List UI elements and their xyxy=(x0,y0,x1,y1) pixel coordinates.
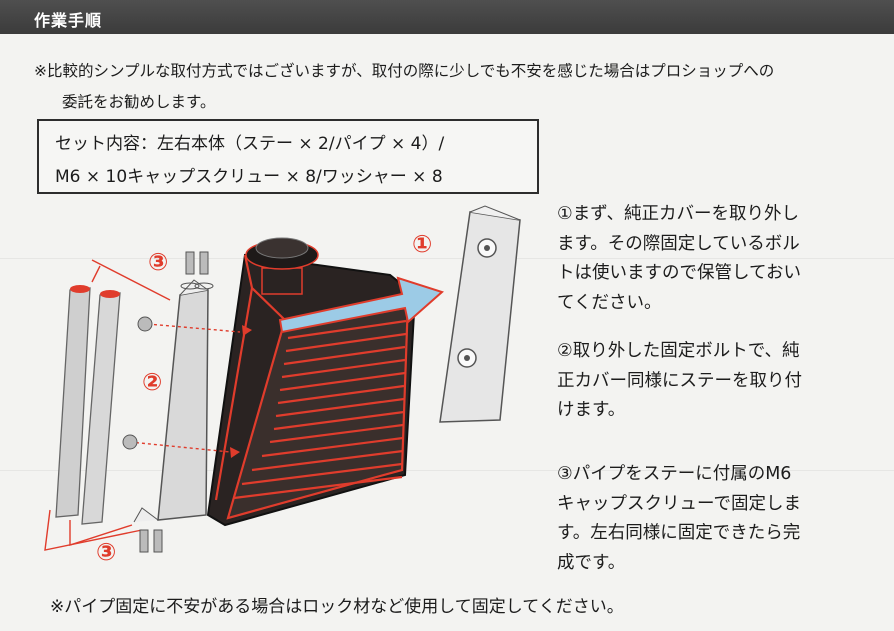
top-notice-line2: 委託をお勧めします。 xyxy=(62,93,216,111)
arrow-head-icon xyxy=(230,447,240,458)
paper-fold-line xyxy=(0,470,894,471)
diagram-label-step3-bottom: ③ xyxy=(96,538,116,566)
section-title: 作業手順 xyxy=(34,11,103,30)
top-notice: ※比較的シンプルな取付方式ではございますが、取付の際に少しでも不安を感じた場合は… xyxy=(34,56,874,118)
step-1-line: ます。その際固定しているボル xyxy=(557,233,800,254)
step-2-line: 正カバー同様にステーを取り付 xyxy=(557,370,802,391)
pipes-illustration xyxy=(55,285,121,525)
set-contents-box: セット内容：左右本体（ステー × 2/パイプ × 4）/ M6 × 10キャップ… xyxy=(37,119,539,194)
step-2-line: ②取り外した固定ボルトで、純 xyxy=(557,341,800,361)
step-3-line: 成です。 xyxy=(557,552,626,573)
step-3-line: す。左右同様に固定できたら完 xyxy=(557,523,801,543)
radiator-illustration xyxy=(206,237,417,527)
bottom-notice: ※パイプ固定に不安がある場合はロック材など使用して固定してください。 xyxy=(50,597,624,617)
screw-icons xyxy=(122,251,214,553)
installation-diagram: ③ ② ③ ① xyxy=(44,205,521,566)
stock-cover-illustration xyxy=(439,205,521,423)
removal-arrow-icon xyxy=(278,276,444,334)
step-1-line: トは使いますので保管しておい xyxy=(557,263,801,283)
step-3-line: ③パイプをステーに付属のM6 xyxy=(557,464,792,484)
step-1-line: てください。 xyxy=(557,292,662,313)
section-header: 作業手順 xyxy=(0,0,894,34)
diagram-label-step2: ② xyxy=(142,368,162,396)
step-2-line: けます。 xyxy=(557,400,626,420)
top-notice-line1: ※比較的シンプルな取付方式ではございますが、取付の際に少しでも不安を感じた場合は… xyxy=(34,62,775,80)
step-1-text: ①まず、純正カバーを取り外し ます。その際固定しているボル トは使いますので保管… xyxy=(557,200,877,318)
set-contents-line2: M6 × 10キャップスクリュー × 8/ワッシャー × 8 xyxy=(55,167,443,187)
guide-arrows xyxy=(44,259,241,551)
step-3-line: キャップスクリューで固定しま xyxy=(557,493,801,514)
diagram-label-step3-top: ③ xyxy=(148,248,168,276)
set-contents-line1: セット内容：左右本体（ステー × 2/パイプ × 4）/ xyxy=(55,134,445,154)
stay-bracket-illustration xyxy=(133,279,209,523)
arrow-head-icon xyxy=(242,325,252,336)
step-2-text: ②取り外した固定ボルトで、純 正カバー同様にステーを取り付 けます。 xyxy=(557,337,877,426)
diagram-label-step1: ① xyxy=(412,230,432,258)
step-1-line: ①まず、純正カバーを取り外し xyxy=(557,204,799,224)
paper-fold-line xyxy=(0,258,894,259)
step-3-text: ③パイプをステーに付属のM6 キャップスクリューで固定しま す。左右同様に固定で… xyxy=(557,460,877,578)
